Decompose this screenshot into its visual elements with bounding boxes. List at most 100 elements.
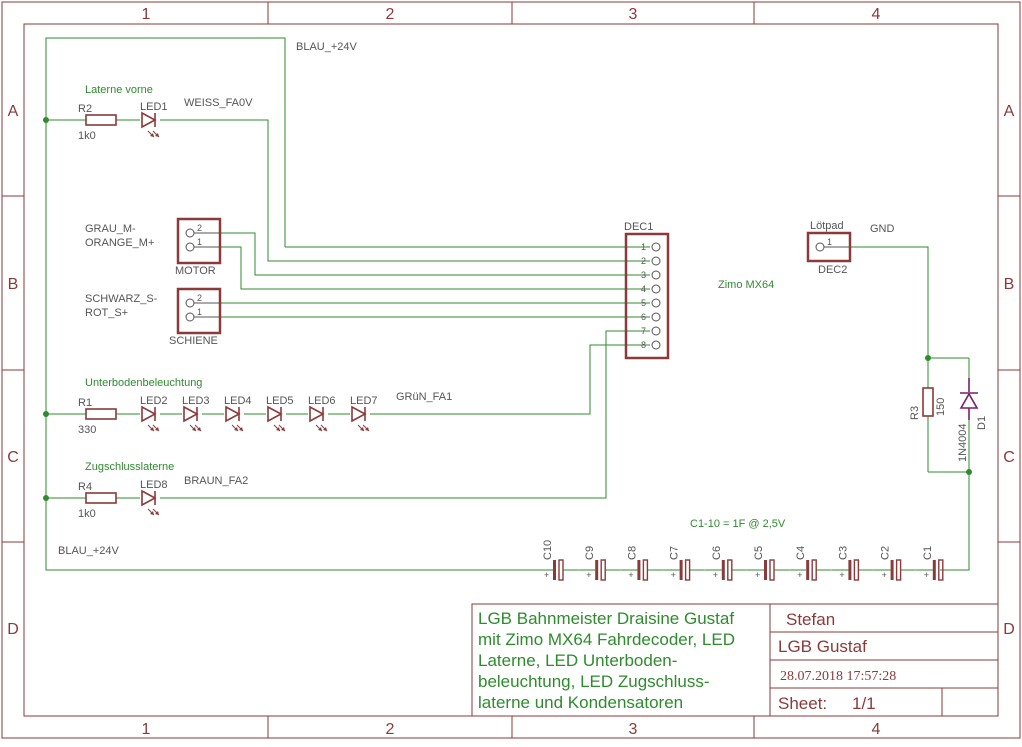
r4-name: R4	[78, 481, 92, 493]
column-label-top-2: 2	[386, 6, 395, 23]
capacitor-label-c1: C1	[922, 546, 934, 560]
row-label-left-c: C	[7, 449, 19, 466]
column-label-bottom-2: 2	[386, 721, 395, 738]
connector-schiene	[176, 287, 222, 335]
dec1-pin-8	[651, 340, 661, 350]
motor-name: MOTOR	[175, 265, 216, 277]
section-laterne-vorne: Laterne vorne	[85, 84, 153, 96]
capacitor-c3: +C3	[831, 546, 874, 581]
wire-gruen-fa1	[370, 344, 650, 415]
dec1-pin-number-4: 4	[641, 284, 646, 294]
capacitor-plus-c10: +	[544, 570, 549, 580]
dec1-pin-2	[651, 256, 661, 266]
led-led7: LED7	[350, 395, 378, 432]
led-led6: LED6	[308, 395, 336, 432]
dec1-pin-number-3: 3	[641, 270, 646, 280]
net-label-gnd: GND	[870, 223, 895, 235]
title-line-3: Laterne, LED Unterboden-	[478, 651, 677, 670]
capacitor-plus-c2: +	[882, 570, 887, 580]
frame-row-labels: A B C D A B C D	[7, 103, 1015, 638]
decoder-dec1	[624, 232, 670, 360]
column-label-bottom-3: 3	[629, 721, 638, 738]
dec1-pin-number-7: 7	[641, 326, 646, 336]
dec1-pin-3	[651, 270, 661, 280]
wire-motor-minus	[220, 232, 650, 276]
r2-value: 1k0	[78, 130, 96, 142]
title-sheet-value: 1/1	[852, 694, 876, 713]
schiene-pin-2	[185, 298, 195, 308]
capacitor-c8: +C8	[620, 546, 663, 581]
junction-gnd-bottom	[966, 469, 972, 475]
r2-name: R2	[78, 103, 92, 115]
led-label-led4: LED4	[224, 395, 252, 407]
dec2-pin	[815, 242, 825, 252]
capacitor-label-c5: C5	[753, 546, 765, 560]
schiene-name: SCHIENE	[169, 335, 218, 347]
motor-pin-2	[185, 228, 195, 238]
capacitor-group: +C10+C9+C8+C7+C6+C5+C4+C3+C2+C1	[536, 540, 958, 581]
title-author: Stefan	[786, 610, 835, 629]
column-label-bottom-4: 4	[872, 721, 881, 738]
capacitor-label-c6: C6	[711, 546, 723, 560]
capacitor-c10: +C10	[536, 540, 578, 581]
wire-blau-24v	[45, 37, 550, 571]
motor-pin-number-2: 2	[197, 223, 202, 233]
motor-label-grau: GRAU_M-	[85, 223, 136, 235]
capacitor-plus-c4: +	[797, 570, 802, 580]
motor-pin-1	[185, 242, 195, 252]
capacitor-label-c4: C4	[795, 546, 807, 560]
capacitor-c7: +C7	[662, 546, 705, 581]
capacitor-plus-c1: +	[924, 570, 929, 580]
led-label-led5: LED5	[266, 395, 294, 407]
capacitor-c5: +C5	[747, 546, 789, 581]
led-label-led8: LED8	[140, 479, 168, 491]
dec1-pin-number-1: 1	[641, 242, 646, 252]
capacitor-label-c3: C3	[837, 546, 849, 560]
led-led4: LED4	[224, 395, 252, 432]
resistor-r2	[85, 114, 117, 126]
capacitor-label-c2: C2	[880, 546, 892, 560]
capacitor-c1: + C1	[915, 546, 958, 581]
junction-d	[43, 495, 49, 501]
row-label-left-a: A	[8, 103, 19, 120]
led-label-led2: LED2	[140, 395, 168, 407]
resistor-r4	[85, 492, 117, 504]
capacitor-note: C1-10 = 1F @ 2,5V	[690, 518, 786, 530]
column-label-top-3: 3	[629, 6, 638, 23]
net-label-weiss: WEISS_FA0V	[184, 97, 253, 109]
capacitor-label-c9: C9	[584, 546, 596, 560]
column-label-top-1: 1	[142, 6, 151, 23]
capacitor-plus-c9: +	[586, 570, 591, 580]
capacitor-c6: + C6	[704, 546, 747, 581]
motor-pin-number-1: 1	[197, 237, 202, 247]
wire-gnd	[836, 246, 929, 388]
led-label-led3: LED3	[182, 395, 210, 407]
connector-motor	[176, 217, 222, 265]
section-unterboden: Unterbodenbeleuchtung	[85, 377, 202, 389]
junction-c	[43, 411, 49, 417]
column-label-top-4: 4	[872, 6, 881, 23]
dec1-name: DEC1	[624, 221, 653, 233]
frame-column-labels: 1 2 3 4 1 2 3 4	[142, 6, 881, 738]
schiene-label-rot: ROT_S+	[85, 307, 128, 319]
capacitor-plus-c6: +	[713, 570, 718, 580]
capacitor-c9: + C9	[578, 546, 621, 581]
title-line-4: beleuchtung, LED Zugschluss-	[478, 672, 710, 691]
dec1-pin-5	[651, 298, 661, 308]
row-label-left-b: B	[8, 276, 19, 293]
net-label-gruen: GRüN_FA1	[396, 391, 452, 403]
d1-value: 1N4004	[957, 423, 969, 462]
r1-value: 330	[78, 424, 96, 436]
dec1-pin-7	[651, 326, 661, 336]
capacitor-c2: + C2	[873, 546, 916, 581]
row-label-right-c: C	[1003, 449, 1015, 466]
schiene-label-schwarz: SCHWARZ_S-	[85, 293, 158, 305]
schiene-pin-number-1: 1	[197, 307, 202, 317]
led-led3: LED3	[182, 395, 210, 432]
capacitor-label-c8: C8	[626, 546, 638, 560]
title-date: 28.07.2018 17:57:28	[780, 669, 896, 684]
title-sheet-label: Sheet:	[778, 694, 827, 713]
